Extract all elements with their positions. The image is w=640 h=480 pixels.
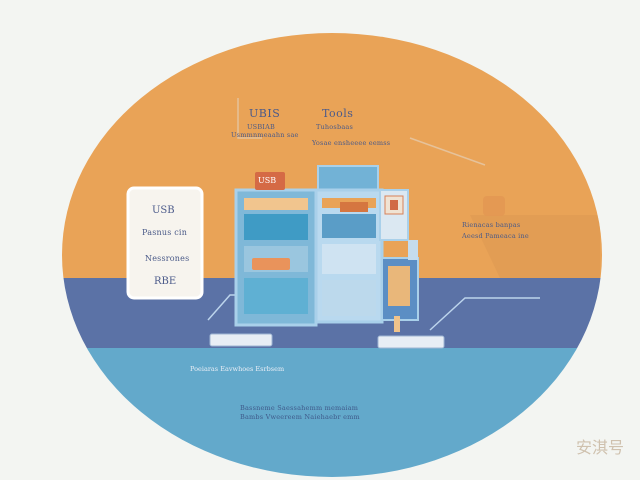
right-line1: Rienacas banpas: [462, 221, 521, 229]
cabinet-right: [379, 189, 419, 332]
card-title: USB: [152, 205, 175, 216]
bottom-line3: Bambs Vweereem Naiehaebr emm: [240, 413, 360, 421]
top-left-title: UBIS: [249, 107, 281, 120]
callout-lines: [237, 98, 486, 166]
bottom-line2: Bassneme Saessahemm memaiam: [240, 404, 359, 412]
watermark: 安淇号: [575, 438, 624, 457]
right-shadow: [470, 215, 600, 278]
top-right-line1: Tuhosbaas: [316, 123, 354, 131]
cabinet-left: [234, 188, 318, 327]
orange-square: [483, 196, 505, 216]
card-line1: Pasnus cin: [142, 228, 188, 237]
top-right-line2: Yosae ensheeee eemss: [312, 139, 391, 147]
top-right-title: Tools: [322, 107, 354, 120]
cabinet-middle: [314, 165, 384, 324]
card-line3: RBE: [154, 276, 177, 287]
floor-pad-left: [209, 333, 273, 347]
bottom-line1: Poeiaras Eavwhoes Esrbsem: [190, 365, 285, 373]
info-card: [126, 186, 204, 300]
top-left-line2: Usmmnmeaahn sae: [231, 131, 299, 139]
usb-tag-icon: [255, 172, 285, 190]
card-line2: Nessrones: [145, 254, 190, 263]
right-line2: Aeesd Pameaca ine: [462, 232, 529, 240]
top-left-line1: USBIAB: [247, 123, 275, 131]
usb-tag-label: USB: [258, 176, 277, 185]
plug-icon: [394, 316, 400, 332]
floor-pad-right: [377, 335, 445, 349]
